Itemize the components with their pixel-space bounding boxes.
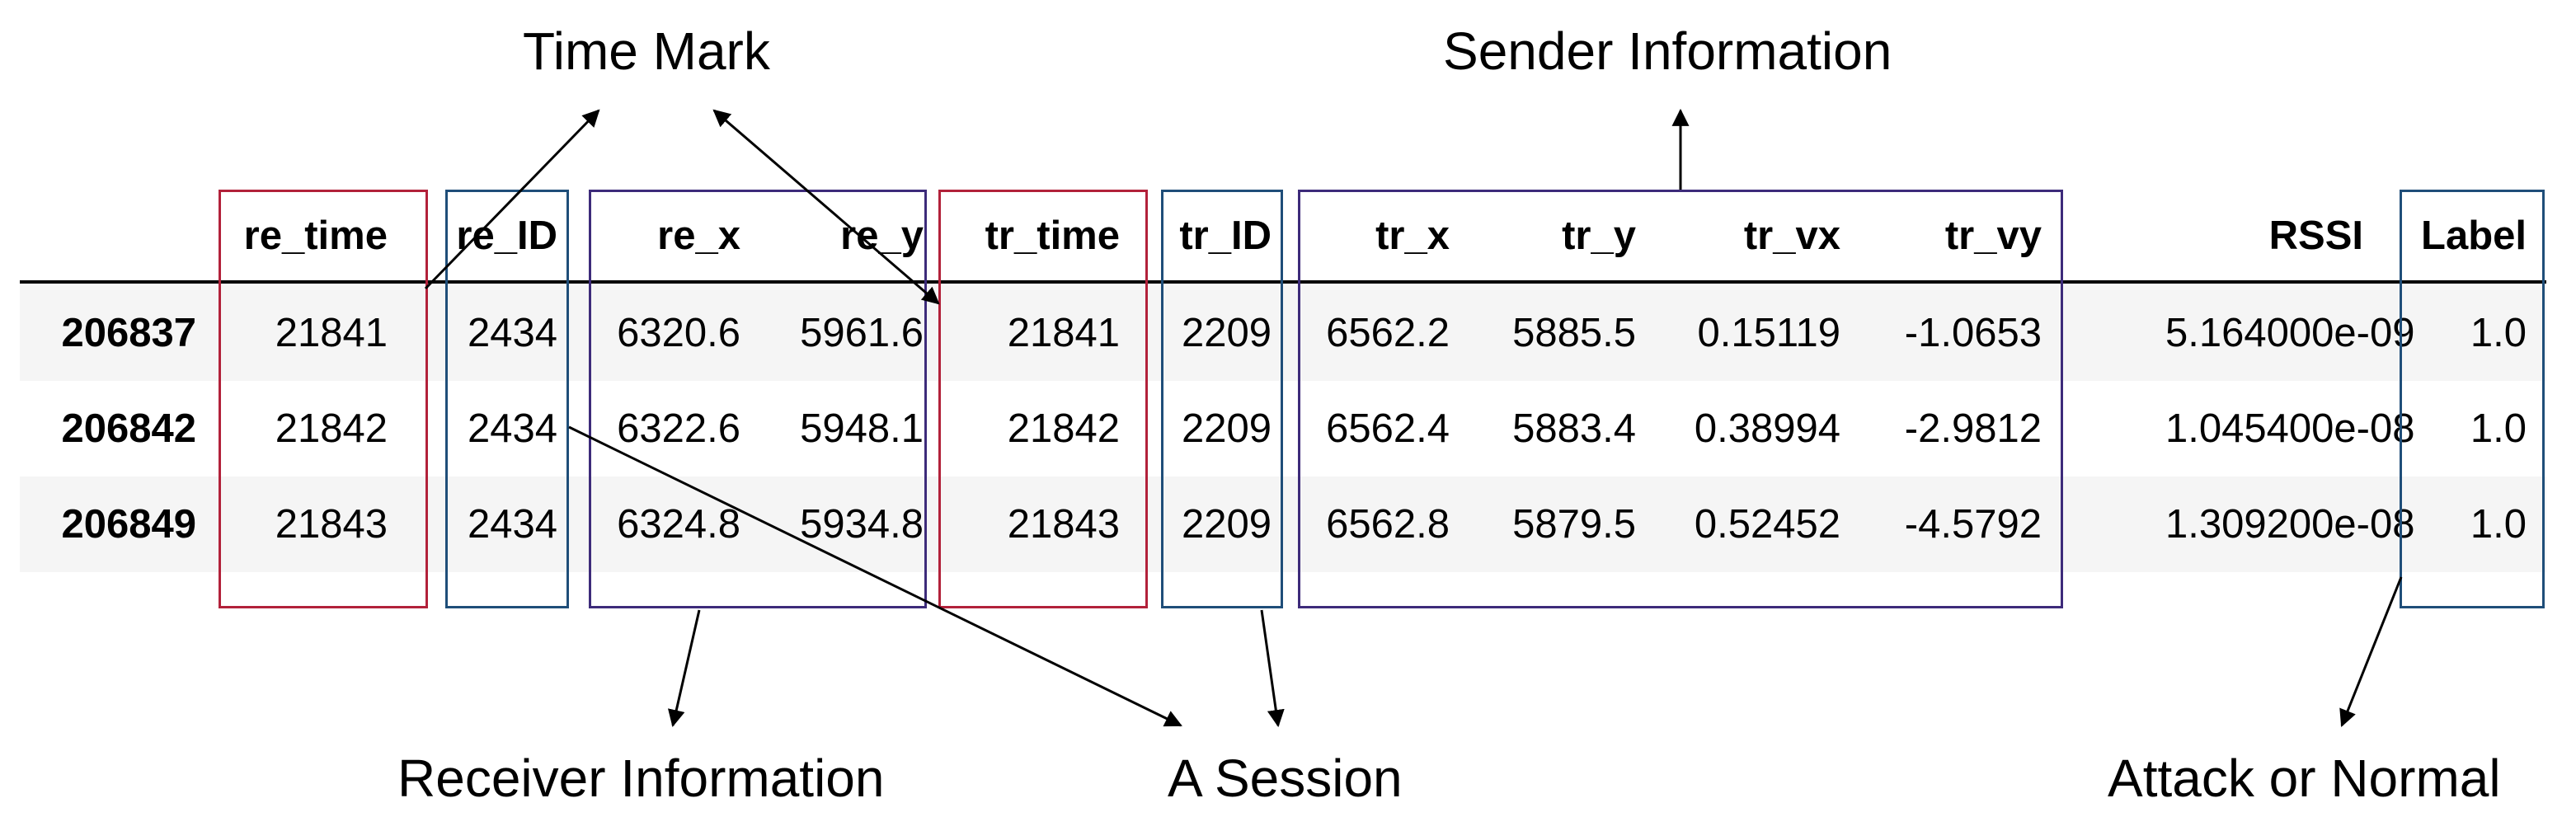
column-header-label: Label bbox=[2421, 214, 2527, 258]
cell-tr-id: 2209 bbox=[1181, 502, 1272, 547]
cell-tr-x: 6562.4 bbox=[1326, 406, 1450, 451]
cell-tr-x: 6562.8 bbox=[1326, 502, 1450, 547]
row-background-1 bbox=[20, 285, 2546, 381]
label-box bbox=[2400, 190, 2545, 608]
cell-tr-y: 5879.5 bbox=[1512, 502, 1636, 547]
cell-re-id: 2434 bbox=[467, 311, 557, 355]
cell-re-id: 2434 bbox=[467, 502, 557, 547]
column-header-tr-y: tr_y bbox=[1562, 214, 1636, 258]
cell-tr-vx: 0.38994 bbox=[1694, 406, 1840, 451]
re-id-box bbox=[445, 190, 569, 608]
cell-re-time: 21841 bbox=[275, 311, 388, 355]
cell-re-y: 5948.1 bbox=[800, 406, 924, 451]
row-background-3 bbox=[20, 477, 2546, 572]
column-header-tr-x: tr_x bbox=[1375, 214, 1450, 258]
header-rule bbox=[20, 280, 2546, 284]
column-header-rssi: RSSI bbox=[2268, 214, 2363, 258]
cell-re-x: 6320.6 bbox=[617, 311, 740, 355]
cell-tr-time: 21841 bbox=[1007, 311, 1120, 355]
cell-tr-vy: -1.0653 bbox=[1904, 311, 2042, 355]
row-index: 206837 bbox=[61, 311, 196, 355]
cell-tr-time: 21842 bbox=[1007, 406, 1120, 451]
arrow-label-box-to-attack bbox=[2339, 576, 2403, 727]
row-index: 206849 bbox=[61, 502, 196, 547]
column-header-tr-time: tr_time bbox=[985, 214, 1120, 258]
cell-tr-vy: -2.9812 bbox=[1904, 406, 2042, 451]
cell-tr-y: 5883.4 bbox=[1512, 406, 1636, 451]
cell-tr-id: 2209 bbox=[1181, 311, 1272, 355]
attack-or-normal-label: Attack or Normal bbox=[2108, 749, 2501, 808]
arrow-re-time-to-time-mark bbox=[424, 109, 600, 290]
column-header-re-time: re_time bbox=[243, 214, 388, 258]
column-header-tr-vx: tr_vx bbox=[1743, 214, 1840, 258]
column-header-re-id: re_ID bbox=[456, 214, 557, 258]
cell-re-time: 21842 bbox=[275, 406, 388, 451]
column-header-tr-vy: tr_vy bbox=[1944, 214, 2042, 258]
re-time-box bbox=[219, 190, 428, 608]
tr-time-box bbox=[938, 190, 1148, 608]
cell-tr-id: 2209 bbox=[1181, 406, 1272, 451]
arrow-re-id-to-session bbox=[568, 425, 1182, 727]
sender-info-box bbox=[1298, 190, 2063, 608]
cell-re-x: 6322.6 bbox=[617, 406, 740, 451]
cell-tr-vx: 0.15119 bbox=[1697, 311, 1841, 355]
cell-re-time: 21843 bbox=[275, 502, 388, 547]
cell-re-x: 6324.8 bbox=[617, 502, 740, 547]
cell-label: 1.0 bbox=[2470, 311, 2527, 355]
arrow-tr-id-to-session bbox=[1260, 609, 1285, 728]
receiver-information-label: Receiver Information bbox=[397, 749, 885, 808]
column-header-tr-id: tr_ID bbox=[1179, 214, 1272, 258]
cell-label: 1.0 bbox=[2470, 406, 2527, 451]
sender-information-label: Sender Information bbox=[1443, 21, 1892, 81]
arrow-receiver-box-to-label bbox=[667, 609, 701, 728]
cell-tr-vx: 0.52452 bbox=[1694, 502, 1840, 547]
cell-re-id: 2434 bbox=[467, 406, 557, 451]
time-mark-label: Time Mark bbox=[523, 21, 770, 81]
tr-id-box bbox=[1161, 190, 1283, 608]
cell-tr-y: 5885.5 bbox=[1512, 311, 1636, 355]
cell-tr-time: 21843 bbox=[1007, 502, 1120, 547]
cell-re-y: 5934.8 bbox=[800, 502, 924, 547]
cell-tr-vy: -4.5792 bbox=[1904, 502, 2042, 547]
arrow-time-mark-to-tr-time bbox=[712, 109, 940, 305]
row-index: 206842 bbox=[61, 406, 196, 451]
cell-tr-x: 6562.2 bbox=[1326, 311, 1450, 355]
a-session-label: A Session bbox=[1168, 749, 1403, 808]
cell-re-y: 5961.6 bbox=[800, 311, 924, 355]
cell-label: 1.0 bbox=[2470, 502, 2527, 547]
